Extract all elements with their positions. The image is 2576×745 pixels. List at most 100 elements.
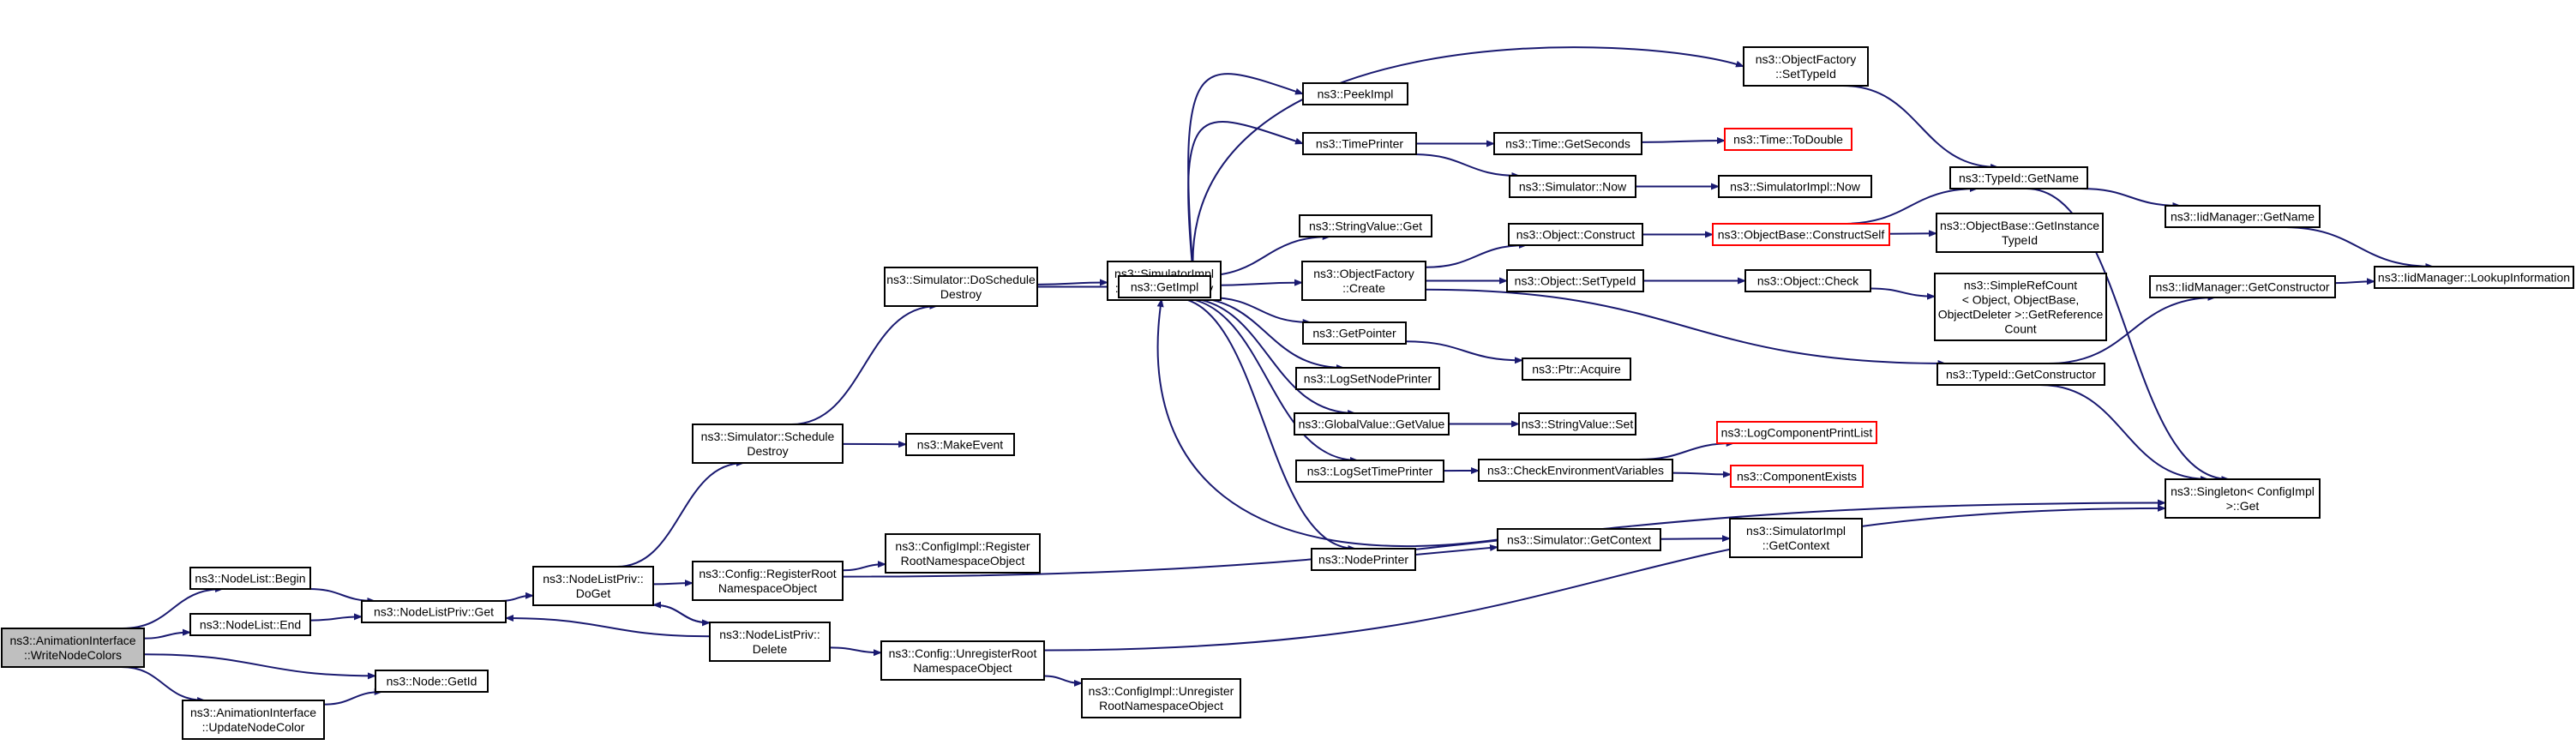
node-label: Destroy: [940, 287, 982, 301]
edge-n20-n29: [1425, 242, 1528, 268]
node-n3[interactable]: ns3::AnimationInterface::UpdateNodeColor: [182, 700, 325, 740]
node-label: ns3::TimePrinter: [1316, 137, 1404, 151]
node-n35[interactable]: ns3::Time::ToDouble: [1724, 128, 1852, 151]
node-box: [182, 700, 325, 740]
node-label: ns3::StringValue::Set: [1522, 418, 1634, 431]
node-box: [1509, 175, 1636, 198]
node-n48[interactable]: ns3::Singleton< ConfigImpl >::Get: [2165, 478, 2321, 519]
node-label: TypeId: [2002, 233, 2038, 247]
node-label: ns3::TypeId::GetConstructor: [1946, 368, 2096, 382]
node-n42[interactable]: ns3::TypeId::GetName: [1949, 166, 2088, 189]
node-n6[interactable]: ns3::NodeListPriv::DoGet: [532, 566, 654, 606]
node-n26[interactable]: ns3::ObjectFactory::SetTypeId: [1743, 46, 1869, 87]
edge-n16-n20: [1210, 279, 1303, 286]
node-n19[interactable]: ns3::StringValue::Get: [1299, 214, 1432, 237]
node-n36[interactable]: ns3::SimulatorImpl::Now: [1718, 175, 1872, 198]
node-label: ns3::SimulatorImpl: [1746, 524, 1846, 538]
node-n47[interactable]: ns3::IidManager::GetConstructor: [2149, 275, 2336, 298]
node-label: ns3::Simulator::Schedule: [701, 430, 835, 443]
node-label: NamespaceObject: [718, 581, 817, 595]
node-n12[interactable]: ns3::MakeEvent: [905, 433, 1015, 456]
node-box: [1497, 528, 1661, 551]
node-label: ns3::NodeList::End: [200, 618, 301, 632]
edge-n2-n4: [309, 613, 363, 622]
node-n49[interactable]: ns3::IidManager::LookupInformation: [2374, 266, 2574, 289]
node-n34[interactable]: ns3::Simulator::GetContext: [1497, 528, 1661, 551]
node-box: [1712, 223, 1890, 246]
node-n18[interactable]: ns3::TimePrinter: [1302, 132, 1417, 155]
node-n46[interactable]: ns3::IidManager::GetName: [2165, 205, 2321, 228]
node-label: ns3::AnimationInterface: [9, 634, 135, 647]
node-n39[interactable]: ns3::LogComponentPrintList: [1716, 421, 1877, 444]
edge-n8-n11: [791, 303, 939, 425]
node-n14[interactable]: ns3::ConfigImpl::UnregisterRootNamespace…: [1081, 678, 1241, 718]
node-n32[interactable]: ns3::StringValue::Set: [1518, 412, 1636, 436]
node-n17[interactable]: ns3::PeekImpl: [1302, 82, 1408, 105]
node-box: [532, 566, 654, 606]
node-label: ns3::PeekImpl: [1318, 87, 1394, 101]
node-n22[interactable]: ns3::LogSetNodePrinter: [1295, 367, 1440, 390]
node-n5[interactable]: ns3::Node::GetId: [375, 670, 489, 693]
edge-n34-n16: [1156, 298, 1498, 547]
edge-n26-n42: [1842, 85, 2000, 171]
node-label: ns3::IidManager::GetName: [2171, 210, 2315, 224]
node-n30[interactable]: ns3::Object::SetTypeId: [1506, 269, 1644, 292]
edge-n34-n41: [1660, 535, 1731, 543]
node-label: ::SetTypeId: [1775, 67, 1836, 81]
node-label: ns3::LogComponentPrintList: [1721, 426, 1873, 440]
node-box: [1301, 261, 1426, 301]
node-n7[interactable]: ns3::NodeListPriv::Delete: [709, 622, 831, 662]
node-n28[interactable]: ns3::Simulator::Now: [1509, 175, 1636, 198]
node-box: [884, 267, 1038, 307]
node-n4[interactable]: ns3::NodeListPriv::Get: [361, 600, 507, 623]
edge-n21-n31: [1405, 340, 1523, 364]
node-n33[interactable]: ns3::CheckEnvironmentVariables: [1478, 459, 1673, 482]
node-n16[interactable]: ns3::GetImpl: [1118, 275, 1211, 298]
edge-n9-n13: [842, 561, 886, 572]
node-n23[interactable]: ns3::GlobalValue::GetValue: [1294, 412, 1450, 436]
node-label: < Object, ObjectBase,: [1962, 293, 2080, 307]
node-box: [1716, 421, 1877, 444]
node-n13[interactable]: ns3::ConfigImpl::RegisterRootNamespaceOb…: [885, 533, 1041, 574]
edge-n7-n4: [505, 615, 711, 638]
node-box: [692, 561, 844, 601]
node-n37[interactable]: ns3::ObjectBase::ConstructSelf: [1712, 223, 1890, 246]
node-n45[interactable]: ns3::TypeId::GetConstructor: [1937, 363, 2105, 386]
node-n40[interactable]: ns3::ComponentExists: [1730, 465, 1864, 488]
node-n20[interactable]: ns3::ObjectFactory::Create: [1301, 261, 1426, 301]
node-label: ns3::SimpleRefCount: [1964, 279, 2077, 292]
node-n41[interactable]: ns3::SimulatorImpl::GetContext: [1729, 518, 1863, 558]
edge-n47-n49: [2334, 278, 2375, 285]
node-label: Delete: [753, 642, 788, 656]
edge-n6-n9: [652, 580, 694, 587]
node-n38[interactable]: ns3::Object::Check: [1744, 269, 1871, 292]
node-n21[interactable]: ns3::GetPointer: [1302, 321, 1407, 345]
node-n2[interactable]: ns3::NodeList::End: [189, 613, 311, 636]
node-n31[interactable]: ns3::Ptr::Acquire: [1522, 357, 1631, 381]
node-box: [1934, 273, 2107, 341]
node-box: [1936, 213, 2104, 253]
node-n1[interactable]: ns3::NodeList::Begin: [189, 567, 311, 590]
node-box: [709, 622, 831, 662]
node-n29[interactable]: ns3::Object::Construct: [1508, 223, 1643, 246]
node-label: RootNamespaceObject: [1099, 699, 1223, 712]
node-n10[interactable]: ns3::Config::UnregisterRootNamespaceObje…: [880, 640, 1045, 681]
node-label: ns3::NodeListPriv::: [543, 572, 644, 586]
edge-n45-n47: [2048, 294, 2217, 364]
node-label: ns3::Node::GetId: [387, 675, 477, 688]
node-n25[interactable]: ns3::NodePrinter: [1311, 548, 1416, 571]
node-n27[interactable]: ns3::Time::GetSeconds: [1493, 132, 1642, 155]
node-label: ns3::TypeId::GetName: [1959, 171, 2079, 185]
node-n0[interactable]: ns3::AnimationInterface::WriteNodeColors: [1, 628, 145, 668]
node-box: [375, 670, 489, 693]
edge-n33-n40: [1672, 471, 1732, 478]
edge-n27-n35: [1641, 136, 1726, 144]
node-box: [1478, 459, 1673, 482]
node-n44[interactable]: ns3::SimpleRefCount< Object, ObjectBase,…: [1934, 273, 2107, 341]
node-box: [1730, 465, 1864, 488]
node-n24[interactable]: ns3::LogSetTimePrinter: [1295, 460, 1444, 483]
